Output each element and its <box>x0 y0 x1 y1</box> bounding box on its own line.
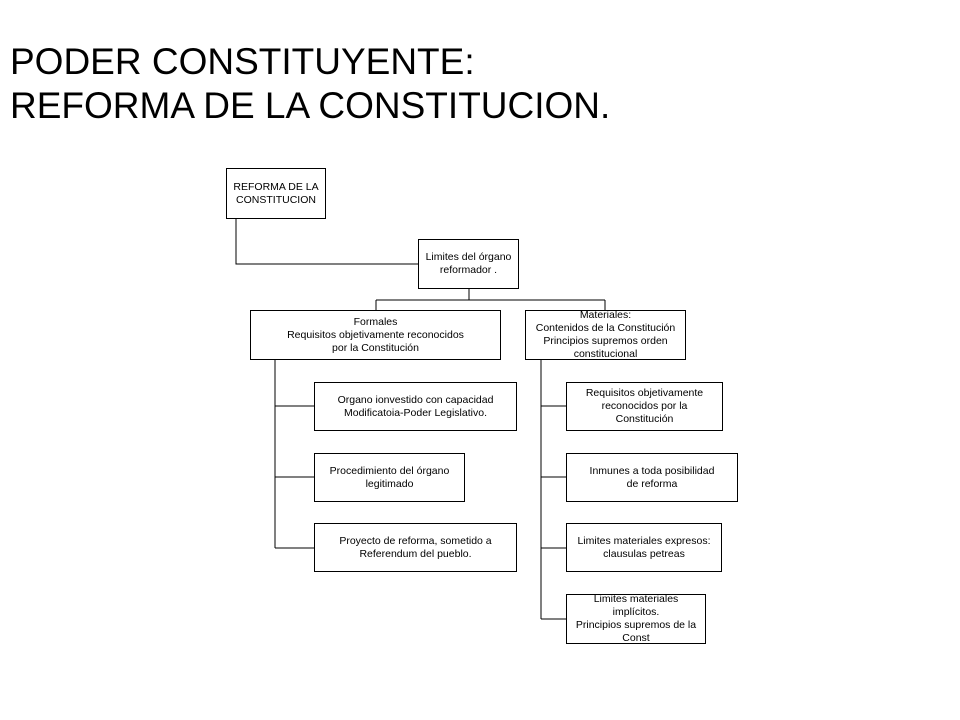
node-materiales-line-3: Principios supremos orden <box>543 335 668 347</box>
node-materiales-item-4: Limites materiales implícitos. Principio… <box>566 594 706 644</box>
node-limits: Limites del órgano reformador . <box>418 239 519 289</box>
node-formales-line-3: por la Constitución <box>332 341 419 354</box>
node-text-line: Const <box>622 632 650 644</box>
node-text-line: Organo ionvestido con capacidad <box>337 393 494 406</box>
connector-root-limits <box>235 219 418 265</box>
node-materiales-item-3: Limites materiales expresos: clausulas p… <box>566 523 722 572</box>
page-title-line-2: REFORMA DE LA CONSTITUCION. <box>10 85 611 126</box>
node-formales-line-1: Formales <box>353 315 398 328</box>
node-materiales-line-2: Contenidos de la Constitución <box>535 322 676 334</box>
node-text-line: Limites materiales expresos: <box>577 534 711 547</box>
node-text-line: Procedimiento del órgano <box>329 464 450 477</box>
node-text-line: Referendum del pueblo. <box>359 547 472 560</box>
node-formales-item-3: Proyecto de reforma, sometido a Referend… <box>314 523 517 572</box>
node-materiales-item-2: Inmunes a toda posibilidad de reforma <box>566 453 738 502</box>
node-root: REFORMA DE LA CONSTITUCION <box>226 168 326 219</box>
node-text-line: legitimado <box>365 477 414 490</box>
node-text-line: Inmunes a toda posibilidad <box>589 464 715 477</box>
node-text-line: Principios supremos de la <box>575 619 697 631</box>
node-text-line: de reforma <box>626 477 678 490</box>
node-text-line: reconocidos por la <box>601 400 688 412</box>
node-root-line-2: CONSTITUCION <box>236 193 316 206</box>
node-limits-line-2: reformador . <box>439 264 498 276</box>
node-formales-line-2: Requisitos objetivamente reconocidos <box>287 328 464 341</box>
node-formales-item-2: Procedimiento del órgano legitimado <box>314 453 465 502</box>
node-materiales-item-1: Requisitos objetivamente reconocidos por… <box>566 382 723 431</box>
node-materiales-line-1: Materiales: <box>579 310 632 321</box>
node-text-line: Proyecto de reforma, sometido a <box>339 534 492 547</box>
page-title-line-1: PODER CONSTITUYENTE: <box>10 41 475 82</box>
node-text-line: Modificatoia-Poder Legislativo. <box>344 406 487 419</box>
node-text-line: implícitos. <box>612 606 660 618</box>
node-text-line: Constitución <box>615 413 674 425</box>
node-limits-line-1: Limites del órgano <box>425 251 512 263</box>
node-formales-item-1: Organo ionvestido con capacidad Modifica… <box>314 382 517 431</box>
node-materiales: Materiales: Contenidos de la Constitució… <box>525 310 686 360</box>
node-text-line: clausulas petreas <box>603 547 685 560</box>
node-materiales-line-4: constitucional <box>573 348 638 360</box>
node-text-line: Requisitos objetivamente <box>585 387 704 399</box>
node-formales: Formales Requisitos objetivamente recono… <box>250 310 501 360</box>
node-text-line: Limites materiales <box>593 594 679 605</box>
node-root-line-1: REFORMA DE LA <box>233 180 319 193</box>
